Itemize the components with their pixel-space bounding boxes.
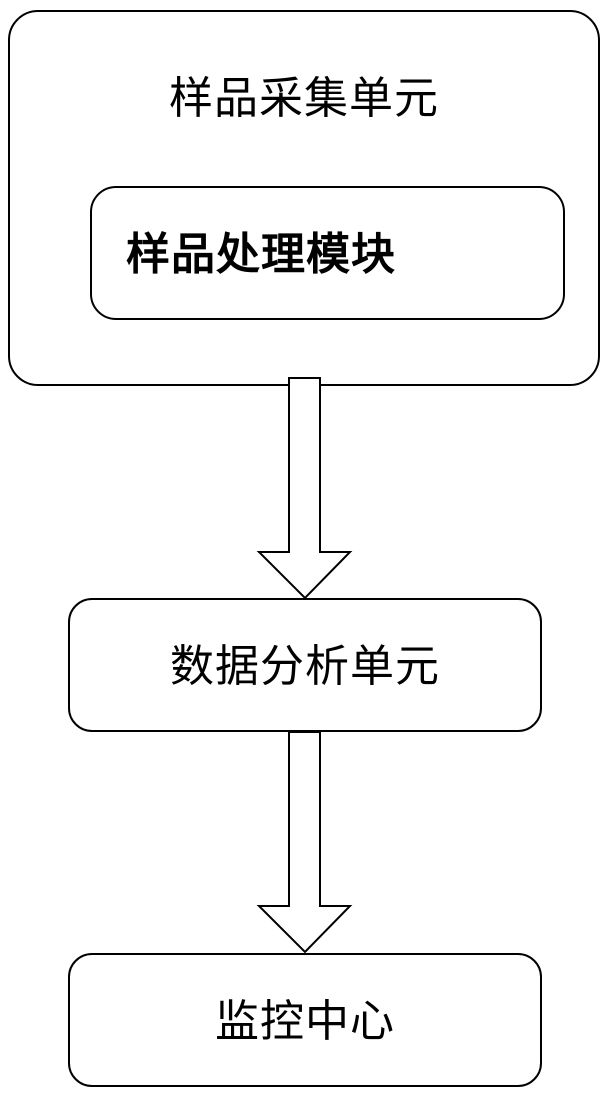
arrow-collection-to-analysis bbox=[256, 377, 353, 600]
arrow-analysis-to-monitoring bbox=[256, 731, 353, 954]
sample-collection-unit-label: 样品采集单元 bbox=[169, 73, 439, 124]
monitoring-center-box: 监控中心 bbox=[68, 953, 542, 1087]
data-analysis-unit-label: 数据分析单元 bbox=[170, 641, 440, 692]
sample-processing-module-label: 样品处理模块 bbox=[126, 229, 396, 280]
monitoring-center-label: 监控中心 bbox=[215, 996, 395, 1047]
sample-processing-module-box: 样品处理模块 bbox=[90, 186, 565, 320]
data-analysis-unit-box: 数据分析单元 bbox=[68, 598, 542, 732]
